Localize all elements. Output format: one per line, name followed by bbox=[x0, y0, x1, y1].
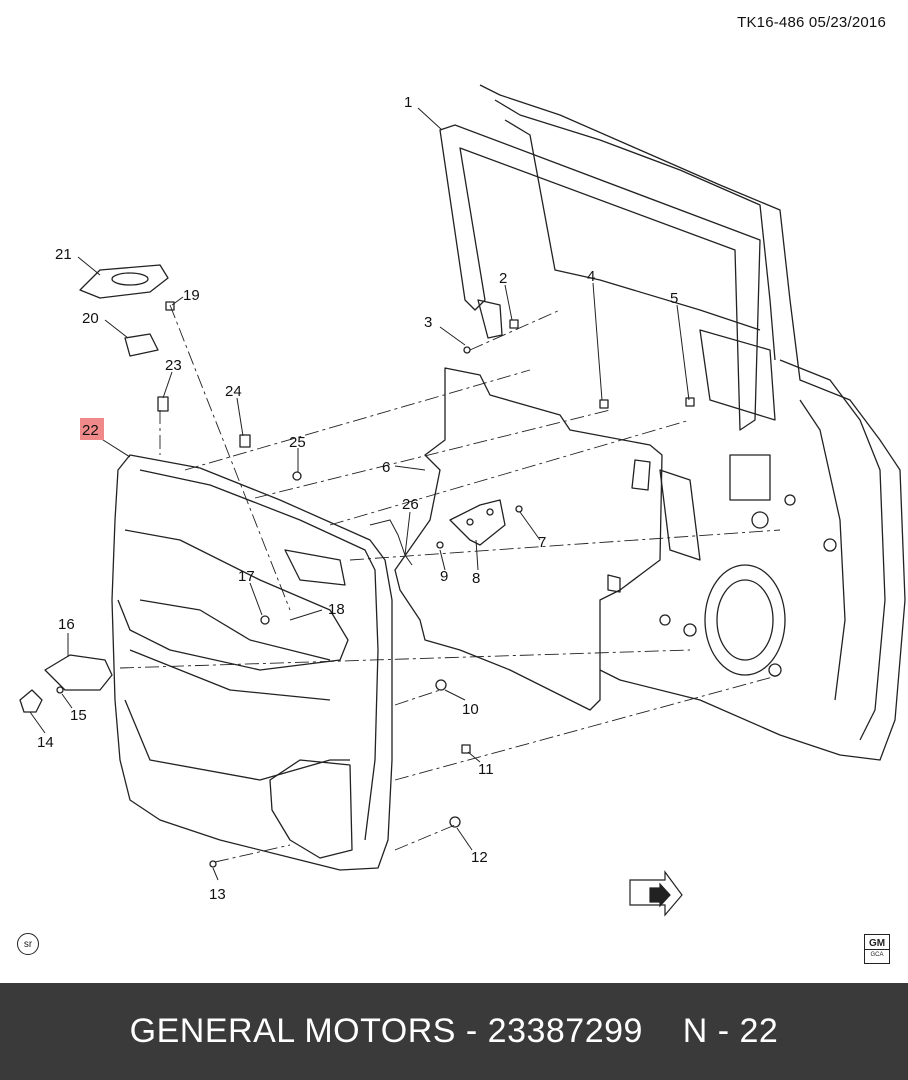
switch-part-20 bbox=[124, 333, 159, 357]
callout-8: 8 bbox=[472, 570, 480, 587]
door-trim-panel-part-22 bbox=[111, 454, 393, 871]
callout-14: 14 bbox=[37, 734, 54, 751]
callout-4: 4 bbox=[587, 268, 595, 285]
diagram-reference-date: TK16-486 05/23/2016 bbox=[737, 14, 886, 31]
cap-part-14 bbox=[19, 689, 43, 713]
leader-lines bbox=[29, 107, 690, 881]
inside-handle-part-16 bbox=[44, 654, 113, 691]
callout-24: 24 bbox=[225, 383, 242, 400]
callout-22: 22 bbox=[82, 422, 99, 439]
sr-badge: sr bbox=[17, 933, 39, 955]
gm-logo-icon: GM GCA bbox=[864, 934, 890, 964]
exploded-parts-diagram: 1 2 3 4 5 6 7 8 9 10 11 12 13 14 15 16 1… bbox=[19, 84, 906, 917]
callout-19: 19 bbox=[183, 287, 200, 304]
gm-logo-bottom: GCA bbox=[865, 948, 889, 961]
part-number-footer: GENERAL MOTORS - 23387299 N - 22 bbox=[0, 983, 908, 1080]
callout-13: 13 bbox=[209, 886, 226, 903]
callout-15: 15 bbox=[70, 707, 87, 724]
callout-3: 3 bbox=[424, 314, 432, 331]
fasteners bbox=[56, 301, 695, 868]
front-direction-arrow-icon bbox=[629, 870, 683, 917]
pull-cup-part-21 bbox=[79, 264, 169, 299]
callout-18: 18 bbox=[328, 601, 345, 618]
callout-10: 10 bbox=[462, 701, 479, 718]
door-frame bbox=[479, 84, 906, 761]
callout-12: 12 bbox=[471, 849, 488, 866]
callout-9: 9 bbox=[440, 568, 448, 585]
alignment-lines bbox=[119, 304, 781, 863]
callout-26: 26 bbox=[402, 496, 419, 513]
callout-21: 21 bbox=[55, 246, 72, 263]
callout-22-highlight bbox=[80, 418, 104, 440]
callout-20: 20 bbox=[82, 310, 99, 327]
callout-2: 2 bbox=[499, 270, 507, 287]
callout-17: 17 bbox=[238, 568, 255, 585]
callout-11: 11 bbox=[478, 761, 494, 778]
gm-logo-top: GM bbox=[868, 937, 886, 949]
callout-16: 16 bbox=[58, 616, 75, 633]
callout-23: 23 bbox=[165, 357, 182, 374]
callout-1: 1 bbox=[404, 94, 412, 111]
callout-25: 25 bbox=[289, 434, 306, 451]
callout-5: 5 bbox=[670, 290, 678, 307]
callout-6: 6 bbox=[382, 459, 390, 476]
callout-7: 7 bbox=[538, 534, 546, 551]
callout-numbers: 1 2 3 4 5 6 7 8 9 10 11 12 13 14 15 16 1… bbox=[37, 94, 678, 903]
latch-bracket-part-8 bbox=[449, 499, 506, 546]
weatherstrip-part-1 bbox=[439, 124, 761, 431]
water-deflector-part-6 bbox=[394, 367, 663, 711]
